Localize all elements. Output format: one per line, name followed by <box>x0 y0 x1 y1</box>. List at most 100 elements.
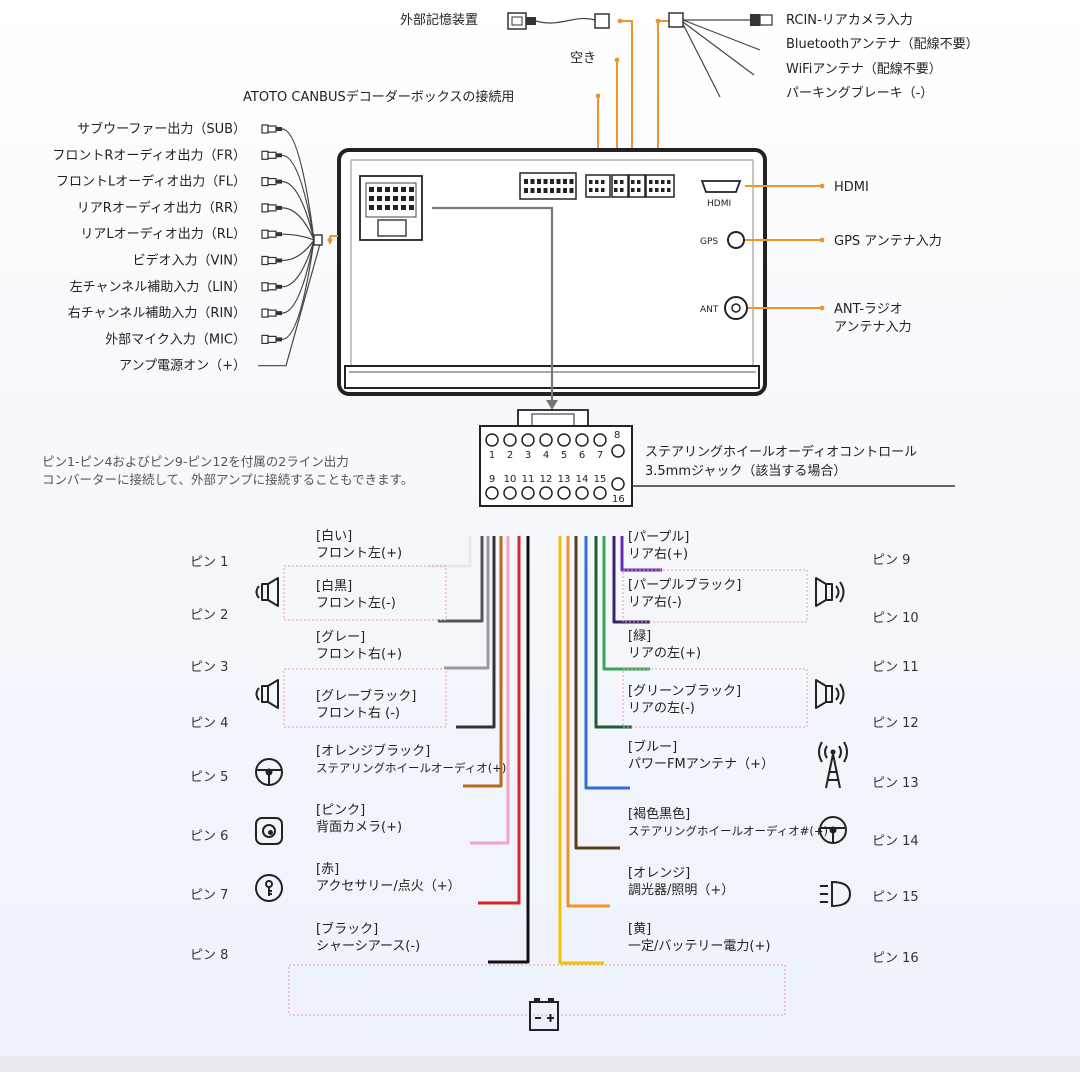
wire-color-label: [ピンク] <box>316 803 365 818</box>
ant-port <box>724 296 748 320</box>
pin-number: 1 <box>489 450 495 461</box>
pin-number: 14 <box>576 474 589 485</box>
pin-number: 11 <box>522 474 535 485</box>
pin-function-label: アクセサリー/点火（+） <box>316 879 461 894</box>
steering-wheel-icon <box>255 758 283 786</box>
rca-output-label: 外部マイク入力（MIC） <box>105 332 246 347</box>
rca-plug-icon <box>261 255 282 266</box>
pin-wire <box>566 536 610 908</box>
wire-color-label: [オレンジ] <box>628 866 690 881</box>
rca-output-label: ビデオ入力（VIN） <box>133 253 246 269</box>
wire-color-label: [緑] <box>628 629 651 644</box>
rca-output-label: リアRオーディオ出力（RR） <box>77 200 246 216</box>
pin-number: 2 <box>507 450 513 461</box>
rca-output-label: 左チャンネル補助入力（LIN） <box>70 280 246 295</box>
pin-number: 8 <box>614 430 620 441</box>
ant-label-line2: アンテナ入力 <box>834 320 911 335</box>
pin-wire <box>574 536 620 850</box>
pin-wire <box>478 536 521 905</box>
pin-number: 10 <box>504 474 517 485</box>
pin-function-label: 背面カメラ(+) <box>316 820 402 835</box>
pin-number: 15 <box>594 474 607 485</box>
socket-pins <box>369 179 671 210</box>
rca-output-list: サブウーファー出力（SUB）フロントRオーディオ出力（FR）フロントLオーディオ… <box>52 121 323 374</box>
pin-wire <box>428 536 472 568</box>
wire-color-label: [グリーンブラック] <box>628 683 741 699</box>
pin-function-label: ステアリングホイールオーディオ(+) <box>316 761 506 775</box>
ignition-key-icon <box>255 874 283 902</box>
pin-number: 7 <box>597 450 603 461</box>
wire-color-label: [グレー] <box>316 630 365 645</box>
ant-label-line1: ANT-ラジオ <box>834 302 903 317</box>
wire-color-label: [白い] <box>316 528 352 544</box>
pin-wire <box>594 536 632 729</box>
steering-wheel-icon <box>819 816 847 844</box>
pin-number: 4 <box>543 450 549 461</box>
pin-number: 6 <box>579 450 585 461</box>
pin-number: 12 <box>540 474 553 485</box>
pin-label: ピン 10 <box>872 611 919 626</box>
bluetooth-label: Bluetoothアンテナ（配線不要） <box>786 36 979 52</box>
pin-function-label: フロント左(-) <box>316 596 396 611</box>
pin-function-label: 調光器/照明（+） <box>628 883 734 898</box>
wire-color-label: [ブラック] <box>316 921 378 937</box>
hdmi-port <box>700 180 742 193</box>
rca-plug-icon <box>261 282 282 292</box>
external-storage-label: 外部記憶装置 <box>400 12 478 28</box>
pin-label: ピン 13 <box>872 776 919 791</box>
pin-label: ピン 9 <box>872 553 910 568</box>
ant-port-label: ANT <box>700 305 719 315</box>
pin-label: ピン 7 <box>190 888 228 903</box>
pin-number: 3 <box>525 450 531 461</box>
pin-wire <box>444 536 490 670</box>
rca-plug-icon <box>261 308 282 318</box>
pin-function-label: リアの左(-) <box>628 701 695 716</box>
rca-plug-icon <box>261 229 282 239</box>
speaker-icon <box>255 577 279 607</box>
canbus-label: ATOTO CANBUSデコーダーボックスの接続用 <box>243 89 514 105</box>
left-note-line2: コンバーターに接続して、外部アンプに接続することもできます。 <box>42 472 413 487</box>
gps-port <box>727 231 745 249</box>
wifi-label: WiFiアンテナ（配線不要） <box>786 61 942 77</box>
steering-jack-label-line2: 3.5mmジャック（該当する場合） <box>645 463 846 479</box>
pin-wire <box>456 536 496 729</box>
pin-wire <box>438 536 484 623</box>
empty-slot-label: 空き <box>570 51 596 66</box>
wire-color-label: [パープル] <box>628 530 689 545</box>
hdmi-port-label: HDMI <box>707 199 731 209</box>
wire-color-label: [褐色黒色] <box>628 806 690 822</box>
pin-number: 16 <box>612 494 625 505</box>
rcin-label: RCIN-リアカメラ入力 <box>786 13 913 28</box>
hdmi-label: HDMI <box>834 180 869 195</box>
gps-label: GPS アンテナ入力 <box>834 234 942 249</box>
pin-label: ピン 6 <box>190 829 228 844</box>
rca-output-label: リアLオーディオ出力（RL） <box>80 226 246 242</box>
rca-output-label: フロントLオーディオ出力（FL） <box>56 174 246 190</box>
pin-wire <box>488 536 530 964</box>
pin-label: ピン 14 <box>872 834 919 849</box>
pin-label: ピン 12 <box>872 716 919 731</box>
wire-color-label: [グレーブラック] <box>316 688 416 704</box>
parking-brake-label: パーキングブレーキ（-） <box>786 85 933 101</box>
pin-connector <box>479 409 633 507</box>
pin-function-label: リアの左(+) <box>628 646 701 661</box>
rca-plug-icon <box>261 334 282 344</box>
pin-label: ピン 2 <box>190 608 228 623</box>
rca-output-label: 右チャンネル補助入力（RIN） <box>68 306 246 321</box>
pin-function-label: リア右(+) <box>628 547 688 562</box>
rca-output-label: フロントRオーディオ出力（FR） <box>52 147 246 163</box>
rca-output-label: アンプ電源オン（+） <box>119 359 246 374</box>
left-note-line1: ピン1-ピン4およびピン9-ピン12を付属の2ライン出力 <box>42 454 349 469</box>
rca-plug-icon <box>261 177 282 187</box>
pin-wire <box>463 536 503 788</box>
pin-labels: ピン 1[白い]フロント左(+)ピン 2[白黒]フロント左(-)ピン 3[グレー… <box>190 528 919 966</box>
antenna-icon <box>818 741 848 789</box>
speaker-icon <box>815 577 845 607</box>
headlight-icon <box>820 880 852 908</box>
pin-function-label: リア右(-) <box>628 595 682 610</box>
pin-number: 9 <box>489 474 495 485</box>
rca-plug-icon <box>261 150 282 160</box>
